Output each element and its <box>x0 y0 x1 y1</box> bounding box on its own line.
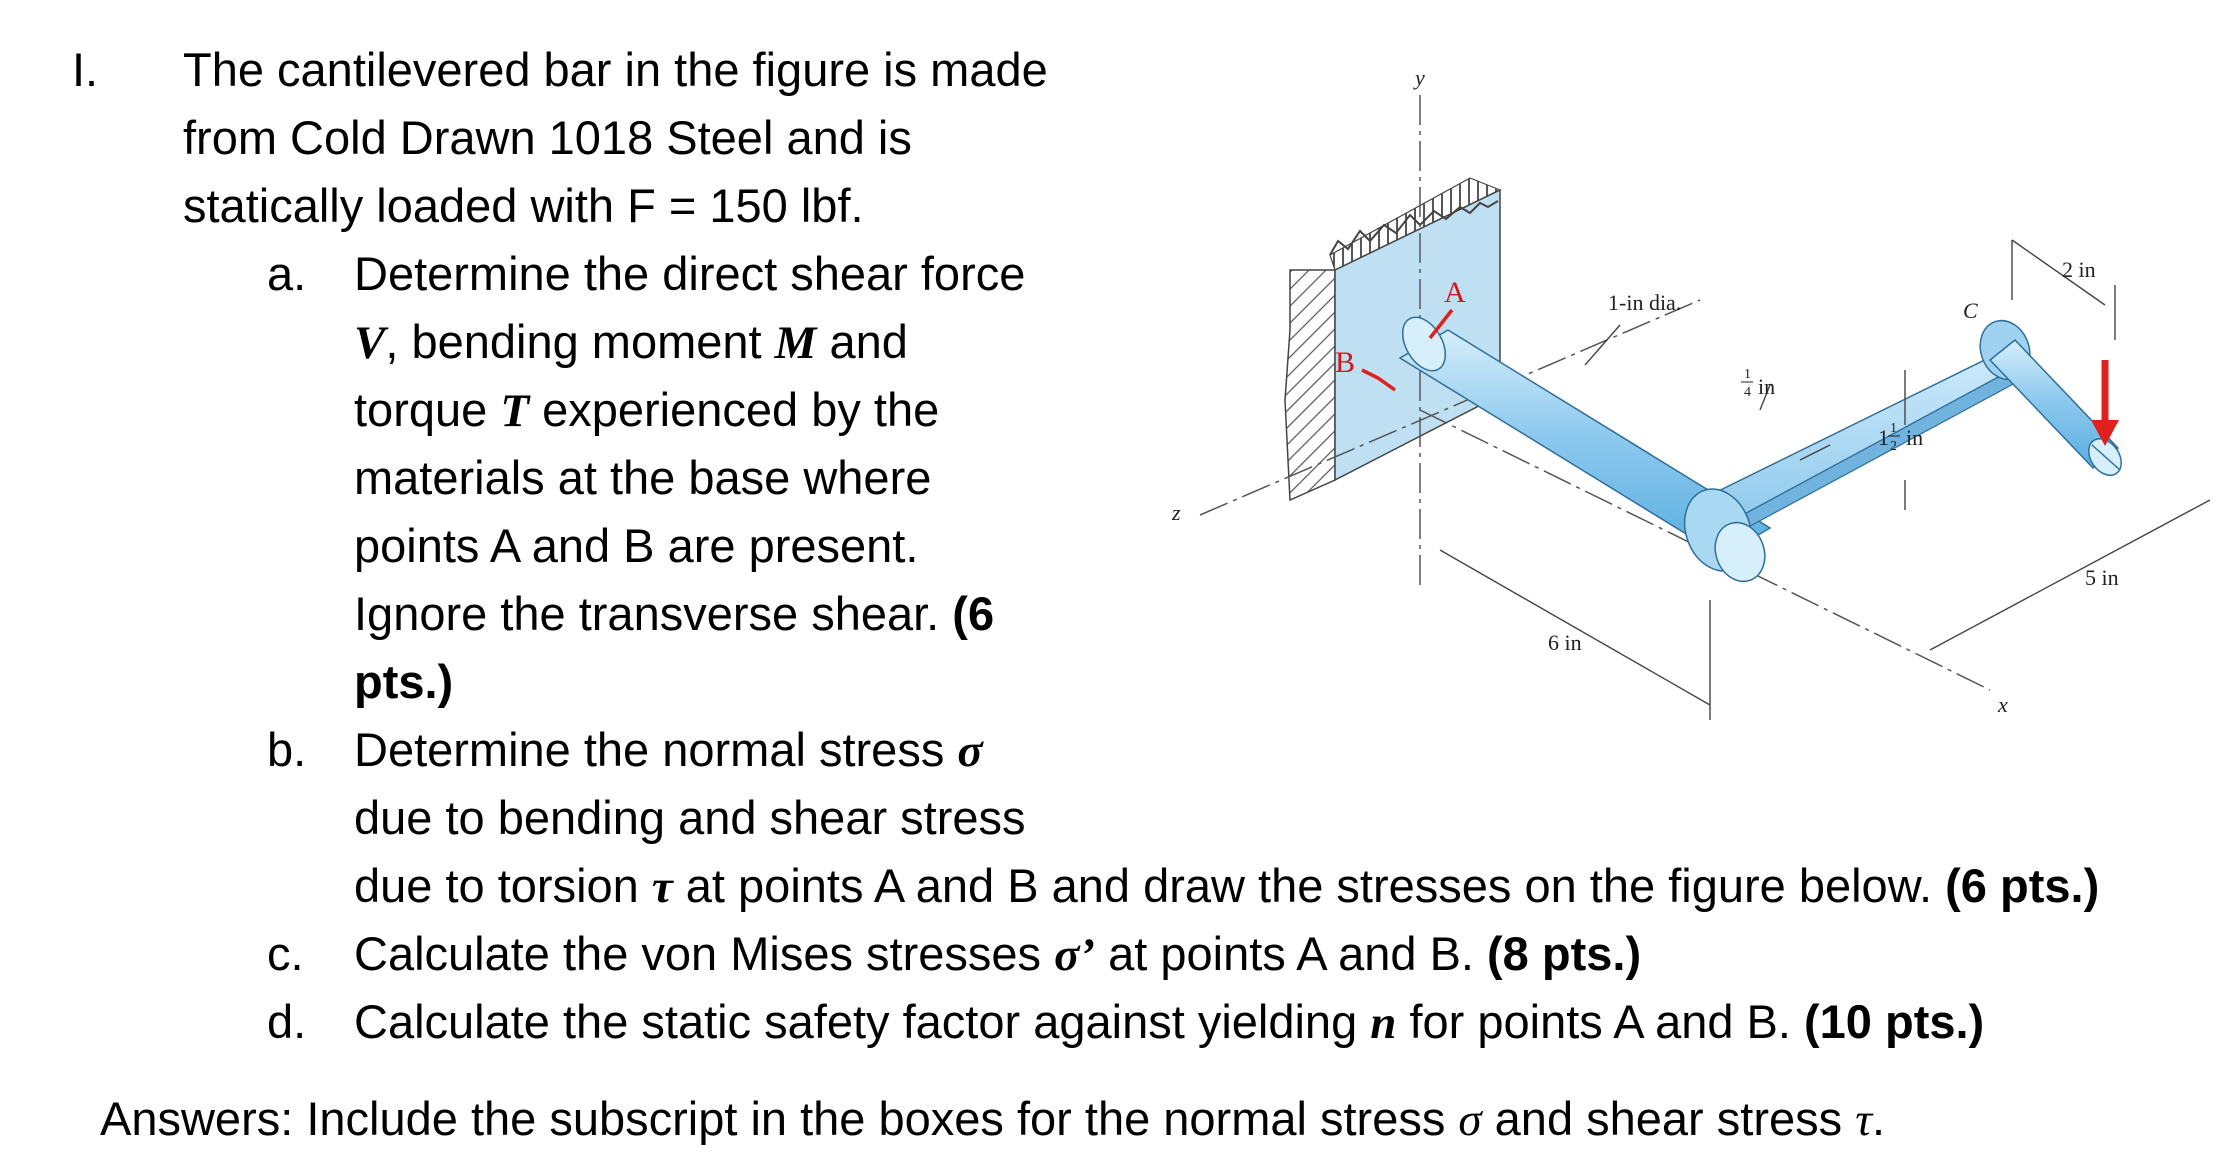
svg-text:in: in <box>1906 425 1923 450</box>
part-d-line: Calculate the static safety factor again… <box>354 995 1985 1049</box>
problem-number: I. <box>72 43 99 96</box>
point-c-label: C <box>1963 298 1978 323</box>
intro-line-1: The cantilevered bar in the figure is ma… <box>183 43 1048 96</box>
quarter-inch-dimension: 1 4 in <box>1741 367 1775 400</box>
point-b-label: B <box>1335 346 1355 379</box>
part-a-line-5: points A and B are present. <box>354 519 919 572</box>
shear-stress-symbol: τ <box>651 861 673 913</box>
six-inch-dimension: 6 in <box>1548 630 1582 655</box>
point-a-label: A <box>1444 276 1466 309</box>
svg-text:1: 1 <box>1890 421 1897 436</box>
normal-stress-symbol: σ <box>957 725 983 777</box>
intro-line-3: statically loaded with F = 150 lbf. <box>183 179 864 232</box>
answers-instruction: Answers: Include the subscript in the bo… <box>100 1092 1886 1146</box>
two-inch-dimension: 2 in <box>2062 257 2096 282</box>
part-a-line-4: materials at the base where <box>354 451 932 504</box>
part-a-marker: a. <box>267 247 307 300</box>
axis-y-label: y <box>1413 65 1425 90</box>
dimension-lines <box>1439 239 2211 720</box>
svg-text:1: 1 <box>1878 425 1889 450</box>
cantilever-bar-figure: y z x A B C <box>1171 65 2211 720</box>
sigma-symbol: σ <box>1458 1094 1482 1146</box>
part-b-points: (6 pts.) <box>1945 859 2100 912</box>
part-b-marker: b. <box>267 723 307 776</box>
part-d-points: (10 pts.) <box>1804 995 1985 1048</box>
force-arrow <box>2091 360 2119 446</box>
connecting-plate <box>1683 319 2032 583</box>
part-a-line-1: Determine the direct shear force <box>354 247 1026 300</box>
part-c-line: Calculate the von Mises stresses σ’ at p… <box>354 927 1642 981</box>
svg-text:in: in <box>1758 374 1775 399</box>
shear-force-symbol: V <box>354 317 386 369</box>
point-a-pointer <box>1428 308 1454 340</box>
svg-text:4: 4 <box>1744 385 1751 400</box>
tau-symbol: τ <box>1855 1094 1873 1146</box>
safety-factor-symbol: n <box>1370 997 1397 1049</box>
five-inch-dimension: 5 in <box>2085 565 2119 590</box>
part-d-marker: d. <box>267 995 307 1048</box>
one-half-inch-dimension: 1 1 2 in <box>1878 421 1923 454</box>
point-b-pointer <box>1361 368 1397 392</box>
part-a-line-2: V, bending moment M and <box>354 315 908 369</box>
torque-symbol: T <box>500 385 530 437</box>
part-a-line-6: Ignore the transverse shear. (6 <box>354 587 995 640</box>
axis-z-label: z <box>1171 500 1181 525</box>
part-c-points: (8 pts.) <box>1487 927 1642 980</box>
part-a-line-3: torque T experienced by the <box>354 383 940 437</box>
part-b-line-1: Determine the normal stress σ <box>354 723 983 777</box>
intro-line-2: from Cold Drawn 1018 Steel and is <box>183 111 912 164</box>
part-b-line-2: due to bending and shear stress <box>354 791 1026 844</box>
part-c-marker: c. <box>267 927 304 980</box>
part-b-line-3: due to torsion τ at points A and B and d… <box>354 859 2100 913</box>
part-a-line-7: pts.) <box>354 655 454 708</box>
axis-x-label: x <box>1997 692 2008 717</box>
von-mises-symbol: σ’ <box>1054 929 1096 981</box>
part-a-points: (6 <box>952 587 995 640</box>
wall-support <box>1284 177 1502 502</box>
diameter-dimension: 1-in dia. <box>1608 290 1681 315</box>
rod-segment-2 <box>1988 338 2122 476</box>
svg-text:2: 2 <box>1890 439 1897 454</box>
svg-text:1: 1 <box>1744 367 1751 382</box>
bending-moment-symbol: M <box>774 317 817 369</box>
